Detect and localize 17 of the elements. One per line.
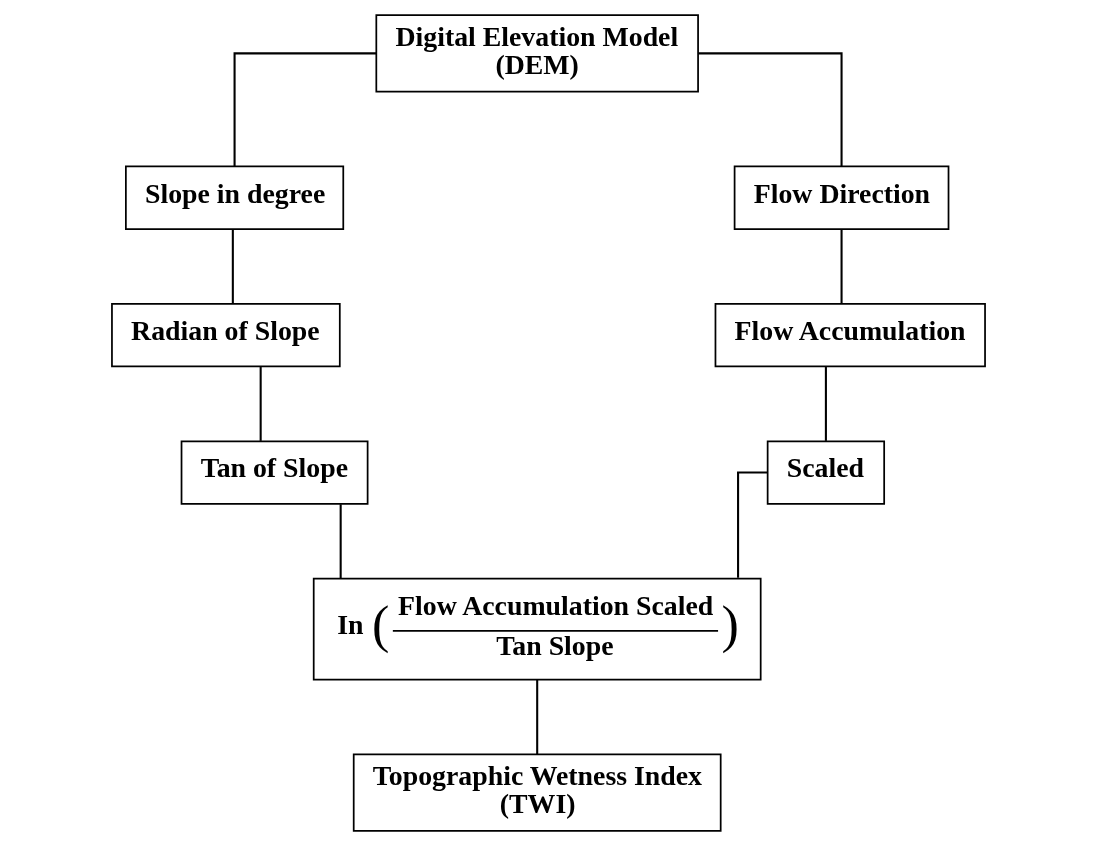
connector [535,679,538,755]
connector [339,504,342,579]
node-box: Tan of Slope [180,440,368,505]
node-box: Radian of Slope [110,303,341,368]
node-box: Flow Accumulation [714,303,986,368]
connector [231,229,234,304]
connector [233,52,376,167]
node-box: Digital Elevation Model (DEM) [374,14,699,93]
node-box: Scaled [766,440,885,505]
connector [824,367,827,441]
connector [840,229,843,304]
connector [259,367,262,441]
node-box: Flow Direction [733,165,949,230]
connector [736,471,767,578]
node-box: Topographic Wetness Index (TWI) [352,753,722,832]
node-box: Slope in degree [124,165,344,230]
connector [697,52,843,167]
